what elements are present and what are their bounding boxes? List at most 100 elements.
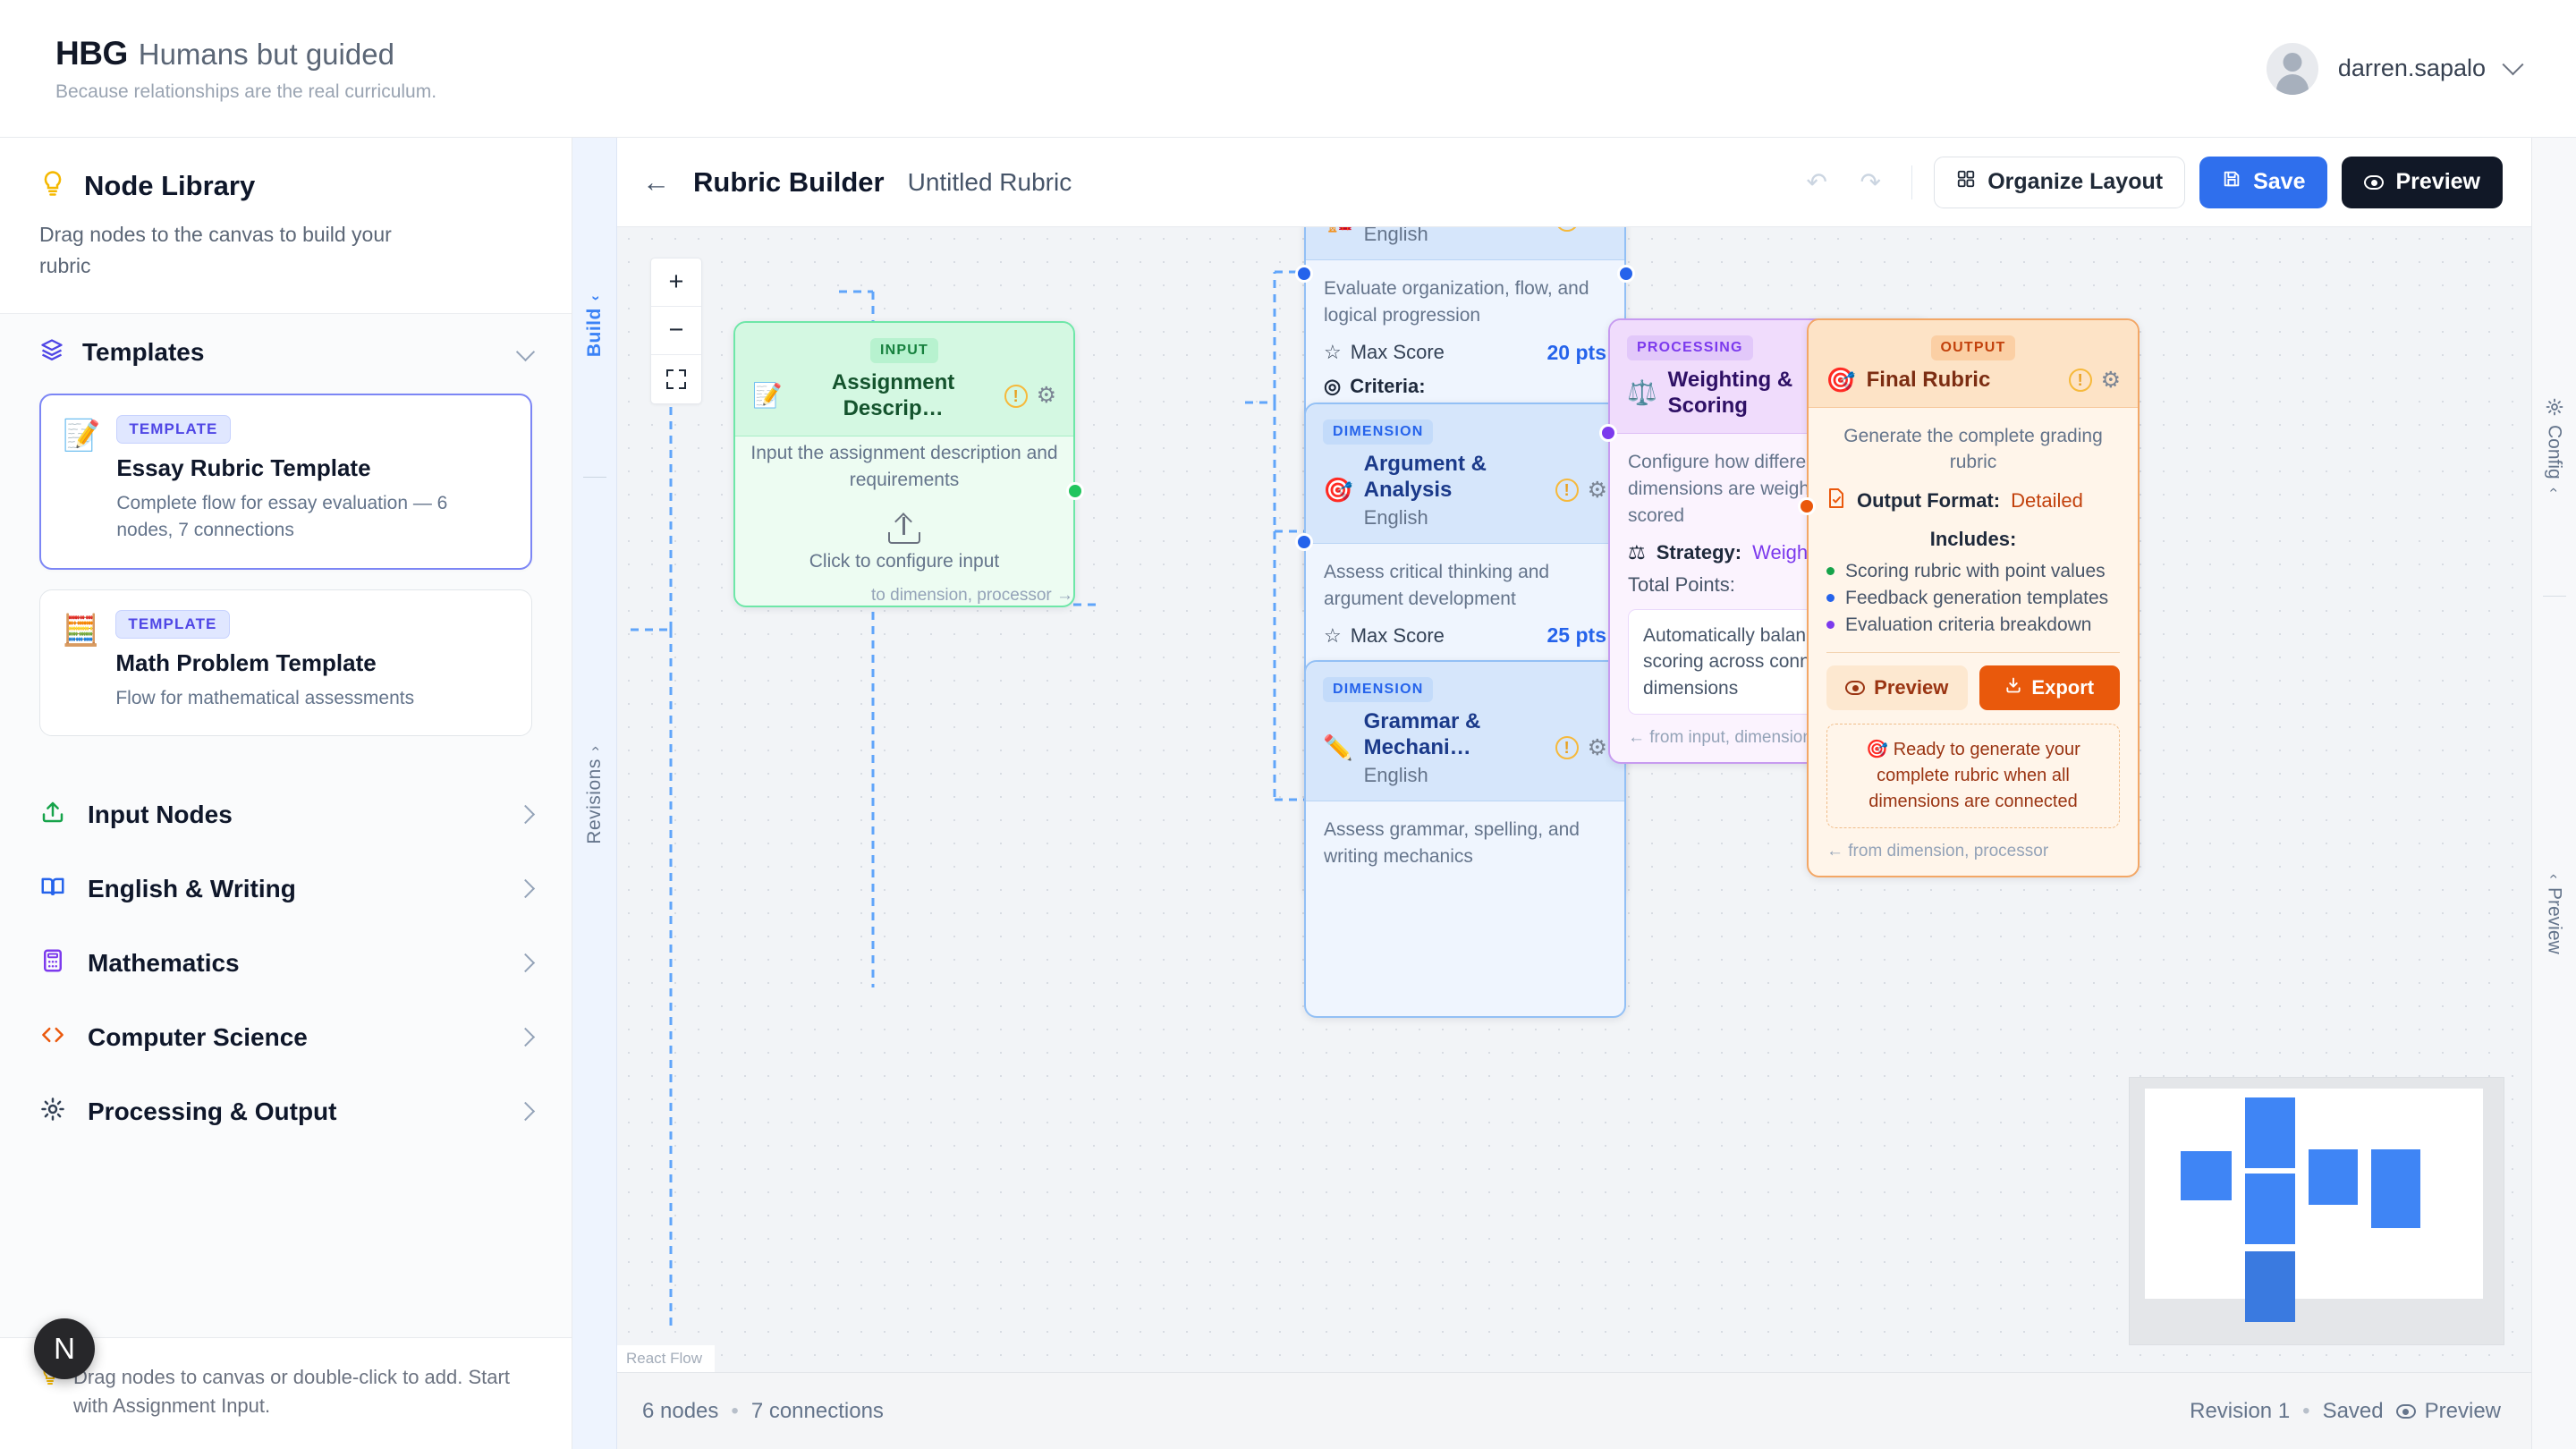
brand-tagline: Because relationships are the real curri… xyxy=(55,80,437,102)
strategy-label: Strategy: xyxy=(1656,540,1742,564)
output-format-value: Detailed xyxy=(2011,488,2083,512)
includes-item: Evaluation criteria breakdown xyxy=(1826,612,2120,639)
fit-view-button[interactable] xyxy=(651,355,701,403)
node-kind-badge: PROCESSING xyxy=(1627,335,1753,360)
node-grammar-mechanics[interactable]: DIMENSION ✏️ Grammar & Mechani… English … xyxy=(1304,660,1626,1018)
connection-count: 7 connections xyxy=(750,1398,884,1423)
node-footer-out: to dimension, processor → xyxy=(871,586,1073,606)
chevron-down-icon xyxy=(2502,54,2524,76)
chevron-right-icon xyxy=(515,1028,536,1047)
sidebar-item-mathematics[interactable]: Mathematics xyxy=(39,926,536,1000)
node-assignment-description[interactable]: INPUT 📝 Assignment Descrip… ! ⚙ Input th… xyxy=(733,321,1084,608)
flow-canvas[interactable]: + − INPUT 📝 Assignment Descrip… ! ⚙ Inpu… xyxy=(617,227,2531,1372)
input-handle[interactable] xyxy=(1798,497,1816,515)
warning-icon[interactable]: ! xyxy=(1004,384,1028,408)
rail-tab-revisions[interactable]: Revisions › xyxy=(584,746,606,844)
template-card-math[interactable]: 🧮 TEMPLATE Math Problem Template Flow fo… xyxy=(39,589,532,737)
star-icon: ☆ xyxy=(1324,623,1342,647)
gear-icon[interactable]: ⚙ xyxy=(2100,367,2121,393)
input-handle[interactable] xyxy=(1295,265,1313,283)
gear-icon[interactable]: ⚙ xyxy=(1587,734,1607,760)
gear-icon[interactable]: ⚙ xyxy=(1036,383,1056,409)
input-handle[interactable] xyxy=(1599,424,1617,442)
warning-icon[interactable]: ! xyxy=(2068,369,2092,393)
max-score-row: ☆ Max Score 20 pts xyxy=(1324,341,1606,365)
status-separator: • xyxy=(2302,1398,2310,1423)
minimap[interactable] xyxy=(2129,1077,2504,1345)
rail-tab-config-label: Config xyxy=(2544,425,2565,479)
preview-button[interactable]: Preview xyxy=(2342,156,2503,208)
builder-toolbar: ← Rubric Builder Untitled Rubric ↶ ↷ Org… xyxy=(617,138,2531,227)
undo-button[interactable]: ↶ xyxy=(1797,163,1836,202)
node-body: Generate the complete grading rubric Out… xyxy=(1809,408,2138,876)
rail-tab-config[interactable]: Config ‹ xyxy=(2544,397,2565,492)
output-preview-label: Preview xyxy=(1874,675,1949,699)
warning-icon[interactable]: ! xyxy=(1555,736,1579,760)
max-score-value: 20 pts xyxy=(1546,340,1606,364)
chevron-down-icon xyxy=(515,342,536,362)
includes-item: Feedback generation templates xyxy=(1826,585,2120,612)
output-preview-button[interactable]: Preview xyxy=(1826,665,1968,710)
input-handle[interactable] xyxy=(1295,533,1313,551)
max-score-label: Max Score xyxy=(1350,341,1445,364)
sidebar-item-processing-output[interactable]: Processing & Output xyxy=(39,1074,536,1148)
minimap-node xyxy=(2309,1149,2358,1205)
user-menu[interactable]: darren.sapalo xyxy=(2266,42,2524,95)
nav-fab-button[interactable]: N xyxy=(34,1318,95,1379)
rail-tab-build[interactable]: Build ‹ xyxy=(584,295,606,357)
document-name[interactable]: Untitled Rubric xyxy=(907,167,1072,196)
sidebar-item-label: Mathematics xyxy=(88,948,240,977)
eye-icon xyxy=(2364,173,2385,192)
node-description: Assess grammar, spelling, and writing me… xyxy=(1324,818,1580,868)
redo-button[interactable]: ↷ xyxy=(1851,163,1890,202)
status-bar: 6 nodes • 7 connections Revision 1 • Sav… xyxy=(617,1372,2531,1449)
node-footer-in: ← from input, dimension xyxy=(1628,728,1812,748)
status-preview-button[interactable]: Preview xyxy=(2395,1399,2501,1424)
save-disk-icon xyxy=(2222,169,2241,195)
node-header: DIMENSION ✏️ Grammar & Mechani… English … xyxy=(1306,662,1624,801)
output-export-button[interactable]: Export xyxy=(1979,665,2120,710)
node-body: Input the assignment description and req… xyxy=(735,436,1073,606)
output-handle[interactable] xyxy=(1617,265,1635,283)
sidebar-item-computer-science[interactable]: Computer Science xyxy=(39,1000,536,1074)
sidebar-item-label: Processing & Output xyxy=(88,1097,337,1125)
node-kind-badge: INPUT xyxy=(870,338,938,363)
code-icon xyxy=(39,1021,66,1053)
sidebar-item-label: Input Nodes xyxy=(88,800,233,828)
gear-icon[interactable]: ⚙ xyxy=(1588,227,1607,231)
template-card-essay[interactable]: 📝 TEMPLATE Essay Rubric Template Complet… xyxy=(39,394,532,570)
sidebar-item-english-writing[interactable]: English & Writing xyxy=(39,852,536,926)
brand-block: HBG Humans but guided Because relationsh… xyxy=(55,35,436,103)
zoom-out-button[interactable]: − xyxy=(651,307,701,355)
warning-icon[interactable]: ! xyxy=(1555,479,1579,503)
output-handle[interactable] xyxy=(1066,482,1084,500)
zoom-in-button[interactable]: + xyxy=(651,258,701,307)
rail-tab-preview[interactable]: ‹ Preview xyxy=(2544,874,2565,953)
category-list: Input Nodes English & Writing xyxy=(0,756,572,1148)
chevron-icon: ‹ xyxy=(2546,487,2563,493)
template-badge: TEMPLATE xyxy=(116,415,231,444)
back-arrow-icon[interactable]: ← xyxy=(642,166,670,198)
memo-icon: 📝 xyxy=(752,382,783,410)
configure-input-cta[interactable]: Click to configure input xyxy=(809,551,1000,572)
sidebar-item-input-nodes[interactable]: Input Nodes xyxy=(39,777,536,852)
star-icon: ☆ xyxy=(1324,341,1342,364)
download-icon xyxy=(2004,676,2022,699)
organize-layout-button[interactable]: Organize Layout xyxy=(1934,156,2186,208)
node-final-rubric[interactable]: OUTPUT 🎯 Final Rubric ! ⚙ Generate the c… xyxy=(1798,318,2140,877)
node-title: Weighting & Scoring xyxy=(1667,368,1793,418)
node-kind-badge: DIMENSION xyxy=(1323,419,1434,445)
layers-icon xyxy=(39,337,64,367)
gear-icon[interactable]: ⚙ xyxy=(1587,477,1607,503)
target-icon: 🎯 xyxy=(1323,476,1353,504)
node-subject: English xyxy=(1363,505,1428,529)
minimap-viewport xyxy=(2145,1089,2483,1322)
templates-section: Templates 📝 TEMPLATE Essay Rubric Templa… xyxy=(0,314,572,756)
templates-section-toggle[interactable]: Templates xyxy=(39,337,536,367)
left-rail: Build ‹ Revisions › xyxy=(572,138,617,1449)
warning-icon[interactable]: ! xyxy=(1555,227,1579,232)
avatar xyxy=(2266,42,2318,95)
grid-icon xyxy=(1956,169,1976,195)
save-label: Save xyxy=(2253,169,2306,194)
save-button[interactable]: Save xyxy=(2199,156,2328,208)
